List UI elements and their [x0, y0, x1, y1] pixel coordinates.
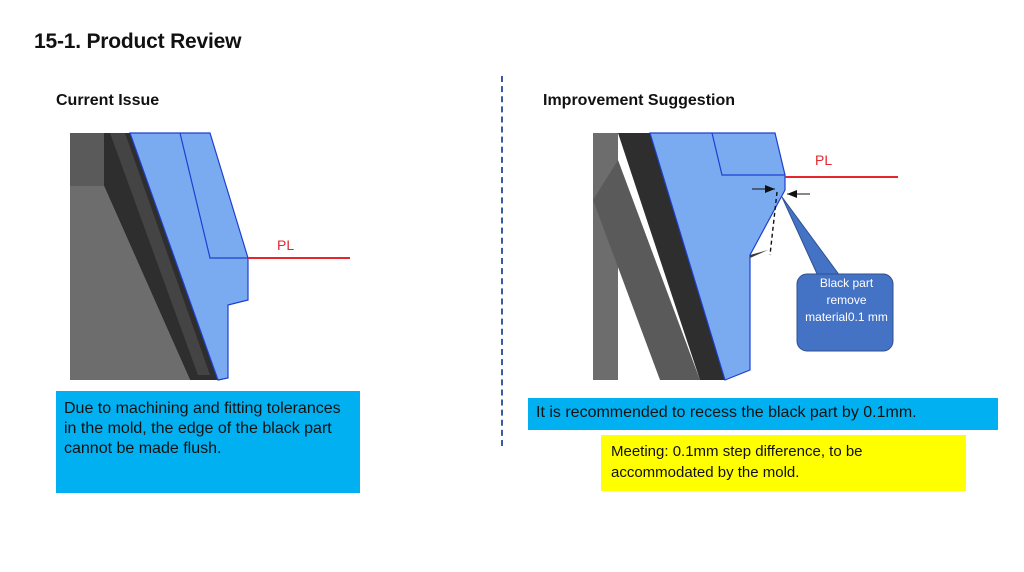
improvement-figure: PL [593, 132, 898, 381]
current-issue-callout: Due to machining and fitting tolerances … [56, 391, 360, 493]
section-divider [501, 76, 503, 446]
current-issue-figure: PL [70, 132, 350, 381]
right-pl-label: PL [815, 152, 832, 168]
recommendation-callout: It is recommended to recess the black pa… [528, 398, 998, 430]
improvement-suggestion-heading: Improvement Suggestion [543, 92, 736, 109]
current-issue-heading: Current Issue [56, 92, 160, 109]
meeting-note: Meeting: 0.1mm step difference, to be ac… [601, 435, 966, 491]
page-title: 15-1. Product Review [34, 30, 242, 53]
left-pl-label: PL [277, 237, 294, 253]
remove-material-bubble: Black part remove material0.1 mm [805, 276, 888, 324]
